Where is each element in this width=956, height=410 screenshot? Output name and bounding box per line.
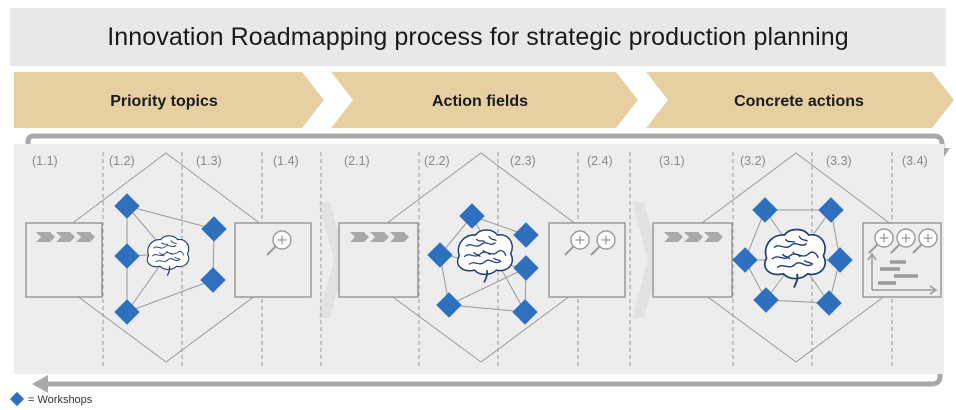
step-label-1-3: (1.3) [196,154,222,168]
gantt-chart-icon [867,252,938,295]
title-banner: Innovation Roadmapping process for strat… [10,8,946,66]
step-label-3-4: (3.4) [902,154,928,168]
legend: = Workshops [9,391,93,407]
phase-2-process [338,152,626,363]
phase-3-process [652,152,942,363]
step-label-2-1: (2.1) [344,154,370,168]
phase-label-3: Concrete actions [734,93,864,110]
phase-1-output-box [234,222,312,298]
step-label-3-2: (3.2) [740,154,766,168]
legend-label: = Workshops [28,394,93,406]
step-labels: (1.1) (1.2) (1.3) (1.4) (2.1) (2.2) (2.3… [32,154,928,168]
phase-label-1: Priority topics [110,93,218,110]
step-label-3-3: (3.3) [826,154,852,168]
phase-arrow-1 [14,72,324,128]
step-label-1-1: (1.1) [32,154,58,168]
step-label-2-2: (2.2) [424,154,450,168]
arrow-chevrons-icon [36,232,95,242]
phase-label-2: Action fields [432,93,528,110]
loop-arrow-top [25,133,945,151]
arrow-chevrons-icon [664,232,723,242]
loop-arrow-bottom [46,356,943,387]
step-label-2-3: (2.3) [510,154,536,168]
diagram-title: Innovation Roadmapping process for strat… [107,22,849,51]
step-label-1-4: (1.4) [273,154,299,168]
step-label-3-1: (3.1) [659,154,685,168]
phase-arrow-2 [331,72,638,128]
phase-1-process [25,152,312,363]
legend-workshop-diamond-icon [9,391,25,407]
loop-arrowhead-bottom [32,375,48,393]
step-label-2-4: (2.4) [587,154,613,168]
arrow-chevrons-icon [350,232,409,242]
step-label-1-2: (1.2) [109,154,135,168]
phase-arrow-3 [646,72,954,128]
